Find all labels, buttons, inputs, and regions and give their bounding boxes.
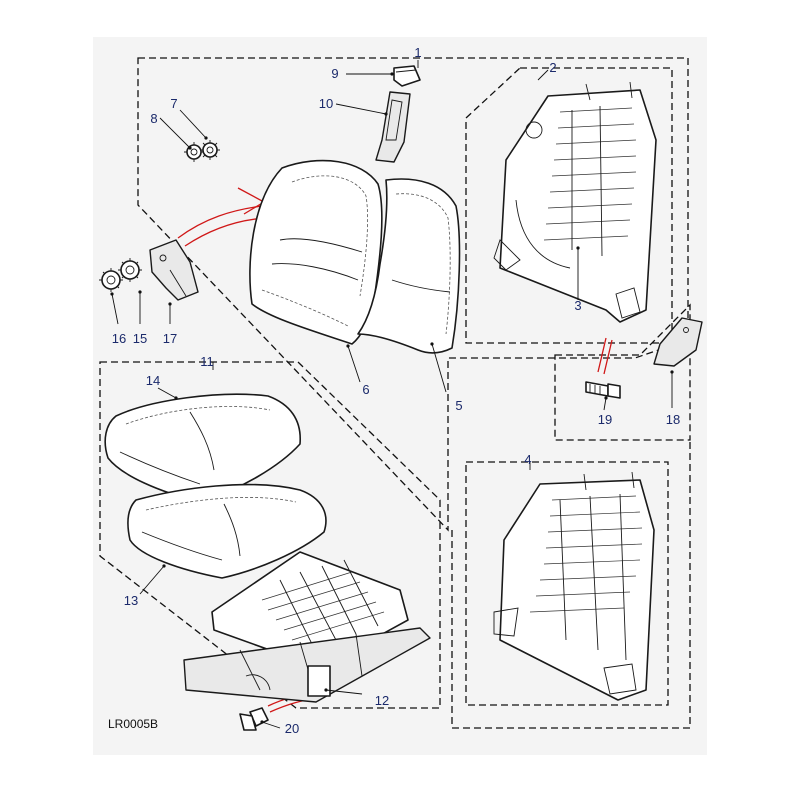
callout-1: 1 xyxy=(414,45,421,60)
group-4-outline xyxy=(465,461,669,706)
part-7-gear xyxy=(200,140,220,160)
callout-16: 16 xyxy=(112,331,126,346)
arrow-bolt-19 xyxy=(597,337,607,373)
group-outlines xyxy=(99,57,691,729)
callout-8: 8 xyxy=(150,111,157,126)
callout-9: 9 xyxy=(331,66,338,81)
part-10-headrest-guide xyxy=(375,91,411,163)
callout-14: 14 xyxy=(146,373,160,388)
callout-20: 20 xyxy=(285,721,299,736)
leader-lines xyxy=(110,60,674,729)
callout-19: 19 xyxy=(598,412,612,427)
part-6-backrest-cover xyxy=(249,159,383,345)
callout-3: 3 xyxy=(574,298,581,313)
group-11-outline xyxy=(99,361,441,709)
group-18-19-outline xyxy=(554,303,691,441)
callout-12: 12 xyxy=(375,693,389,708)
part-14-cushion-cover xyxy=(104,393,301,503)
callout-5: 5 xyxy=(455,398,462,413)
part-4-backrest-frame xyxy=(493,471,655,701)
callout-labels: 1 2 3 4 5 6 7 8 9 10 11 12 13 14 15 16 1… xyxy=(112,45,680,736)
callout-15: 15 xyxy=(133,331,147,346)
outer-right-outline xyxy=(451,440,691,729)
part-15-gear xyxy=(118,258,142,282)
callout-18: 18 xyxy=(666,412,680,427)
part-17-side-trim xyxy=(149,239,199,301)
callout-6: 6 xyxy=(362,382,369,397)
callout-11: 11 xyxy=(200,354,214,369)
part-16-gear xyxy=(99,268,123,292)
callout-13: 13 xyxy=(124,593,138,608)
arrow-cover-to-frame xyxy=(177,205,263,239)
group-1-outline xyxy=(137,57,689,532)
part-18-side-trim xyxy=(653,317,703,367)
part-3-backrest-frame-mechanism xyxy=(493,81,657,323)
arrow-bolt-19-b xyxy=(603,339,613,375)
group-2-outline xyxy=(465,67,673,344)
callout-7: 7 xyxy=(170,96,177,111)
callout-17: 17 xyxy=(163,331,177,346)
callout-2: 2 xyxy=(549,60,556,75)
part-20-bolt xyxy=(239,707,269,731)
callout-4: 4 xyxy=(524,452,531,467)
part-19-bolt xyxy=(585,381,621,399)
drawing-code: LR0005B xyxy=(108,717,158,731)
part-13-cushion-foam xyxy=(127,483,327,579)
part-12-seat-base-runners xyxy=(183,551,431,703)
callout-10: 10 xyxy=(319,96,333,111)
part-5-backrest-rear-cover xyxy=(357,178,461,354)
part-9-headrest-knob xyxy=(393,65,421,87)
